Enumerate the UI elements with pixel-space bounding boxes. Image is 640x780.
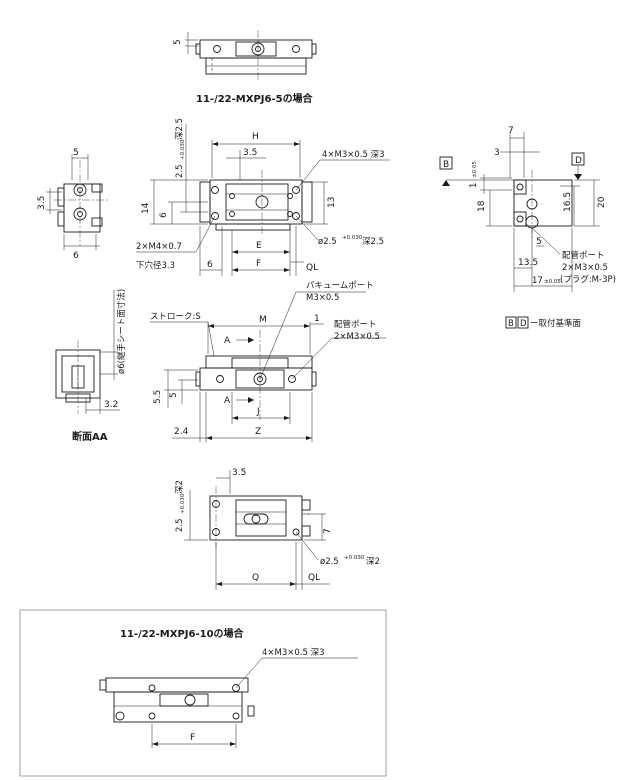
note-fitting: ø6(継手シート面寸法) [116,289,127,374]
dim-A-top: A [224,336,231,346]
caption-section-aa: 断面AA [72,430,108,443]
dim-13-5: 13.5 [518,258,538,268]
datum-B-legend: B [508,319,514,329]
dim-2-5-tol: 2.5 [175,164,185,178]
view-stroke5 [185,30,317,80]
view-main-top [136,124,390,276]
note-mounting: ー取付基準面 [530,318,582,329]
note-stroke: ストローク:S [150,312,201,322]
datum-D-legend: D [520,319,527,329]
dim-5-top: 5 [173,39,183,45]
dim-QL: QL [306,263,318,273]
dim-7-right: 7 [508,126,514,136]
dim-F: F [256,259,261,269]
dim-5-right: 5 [536,237,542,247]
view-end-left [46,154,108,250]
dim-A-bottom: A [224,396,231,406]
dim-J: J [256,407,260,417]
dim-Q: Q [252,573,259,583]
dim-7-lower: 7 [323,528,333,534]
dim-E: E [256,241,262,251]
depth-2-lower-b: 深2 [366,557,380,567]
dim-18: 18 [477,200,487,212]
note-4xm3-stroke10: 4×M3×0.5 深3 [262,648,325,658]
dim-2-4: 2.4 [174,427,189,437]
dim-2-5-lower: 2.5 [175,518,185,532]
dim-H: H [252,132,259,142]
caption-stroke10: 11-/22-MXPJ6-10の場合 [120,627,245,640]
tol-030-a: +0.030 [180,139,186,160]
tol-030-d: +0.030 [344,555,365,561]
note-plug: (プラグ:M-3P) [560,274,616,285]
dim-3-5-main: 3.5 [243,148,257,158]
note-m3-vacuum: M3×0.5 [306,293,339,303]
dim-Z: Z [255,427,261,437]
note-vacuum-port: バキュームポート [306,281,374,291]
dim-16-5: 16.5 [563,192,573,212]
dim-6-left: 6 [73,251,79,261]
dim-20: 20 [597,196,607,208]
view-section-aa [55,290,120,414]
frame-stroke10 [19,609,387,777]
datum-D-box-legend [517,316,529,329]
dim-F-stroke10: F [190,733,195,743]
view-stroke10 [99,657,358,748]
dim-1-mid: 1 [314,314,320,324]
depth-2-5-a: 深2.5 [175,118,185,140]
dim-1-right: 1 [469,183,479,188]
dim-13: 13 [327,197,337,208]
dim-14: 14 [141,202,151,214]
view-main-middle [150,291,386,442]
dim-3-right: 3 [494,148,500,158]
tol-005-a: ±0.05 [472,161,478,178]
dim-3-5-lower: 3.5 [232,468,246,478]
datum-B-box-top [439,156,453,170]
note-2xm3-mid: 2×M3×0.5 [334,332,380,342]
dim-5-left: 5 [73,148,79,158]
tol-005-b: ±0.05 [544,279,561,285]
dim-phi-lower: ø2.5 [320,557,339,567]
dim-6-bottom: 6 [207,260,213,270]
dim-3-5-left: 3.5 [37,196,47,210]
dim-5-mid: 5 [169,392,179,398]
note-piping-port-mid: 配管ポート [334,319,377,330]
dim-17: 17 [532,276,543,286]
note-2xm3-right: 2×M3×0.5 [562,263,608,273]
view-lower [184,470,330,590]
depth-2-lower: 深2 [175,480,185,494]
tol-030-c: +0.030 [180,493,186,514]
dim-3-2: 3.2 [104,400,118,410]
caption-stroke5: 11-/22-MXPJ6-5の場合 [196,92,314,105]
dim-M: M [259,315,267,325]
dim-5-5: 5.5 [153,390,163,404]
datum-B-box-legend [505,316,517,329]
view-side-right [442,132,600,292]
dim-QL-lower: QL [308,573,320,583]
datum-D-top: D [575,156,582,166]
note-4xm3-depth3: 4×M3×0.5 深3 [322,150,385,160]
note-hole-bottom: 下穴径3.3 [136,260,175,271]
note-piping-port-right: 配管ポート [562,250,605,261]
datum-D-box-top [571,152,585,166]
tol-030-b: +0.030 [342,235,363,241]
dim-6-main: 6 [159,212,169,218]
depth-2-5-b: 深2.5 [362,237,384,247]
datum-B-top: B [443,160,449,170]
dim-phi-2-5: ø2.5 [318,237,337,247]
note-2xm4: 2×M4×0.7 [136,242,182,252]
